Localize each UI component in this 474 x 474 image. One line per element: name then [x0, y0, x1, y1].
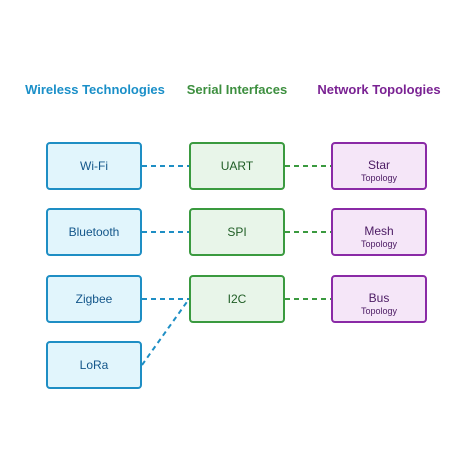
header-network-topologies: Network Topologies	[317, 82, 441, 97]
node-label: LoRa	[79, 358, 109, 372]
node-label: I2C	[227, 292, 247, 306]
connector-wireless-3-to-serial-2	[141, 298, 190, 366]
node-bluetooth[interactable]: Bluetooth	[46, 208, 142, 256]
node-wifi[interactable]: Wi-Fi	[46, 142, 142, 190]
node-label: Mesh	[364, 223, 394, 238]
node-label: Zigbee	[75, 292, 113, 306]
node-zigbee[interactable]: Zigbee	[46, 275, 142, 323]
node-label: UART	[220, 159, 254, 173]
node-bus-topology[interactable]: Bus Topology	[331, 275, 427, 323]
node-i2c[interactable]: I2C	[189, 275, 285, 323]
node-sublabel: Topology	[360, 172, 398, 183]
node-label: Bus	[368, 290, 390, 305]
node-sublabel: Topology	[360, 238, 398, 249]
node-lora[interactable]: LoRa	[46, 341, 142, 389]
header-serial-interfaces: Serial Interfaces	[186, 82, 288, 97]
node-mesh-topology[interactable]: Mesh Topology	[331, 208, 427, 256]
header-wireless-technologies: Wireless Technologies	[25, 82, 165, 97]
node-uart[interactable]: UART	[189, 142, 285, 190]
node-label: SPI	[227, 225, 247, 239]
node-spi[interactable]: SPI	[189, 208, 285, 256]
node-label: Wi-Fi	[80, 159, 108, 173]
node-sublabel: Topology	[360, 305, 398, 316]
node-label: Bluetooth	[68, 225, 120, 239]
node-label: Star	[367, 157, 390, 172]
node-star-topology[interactable]: Star Topology	[331, 142, 427, 190]
